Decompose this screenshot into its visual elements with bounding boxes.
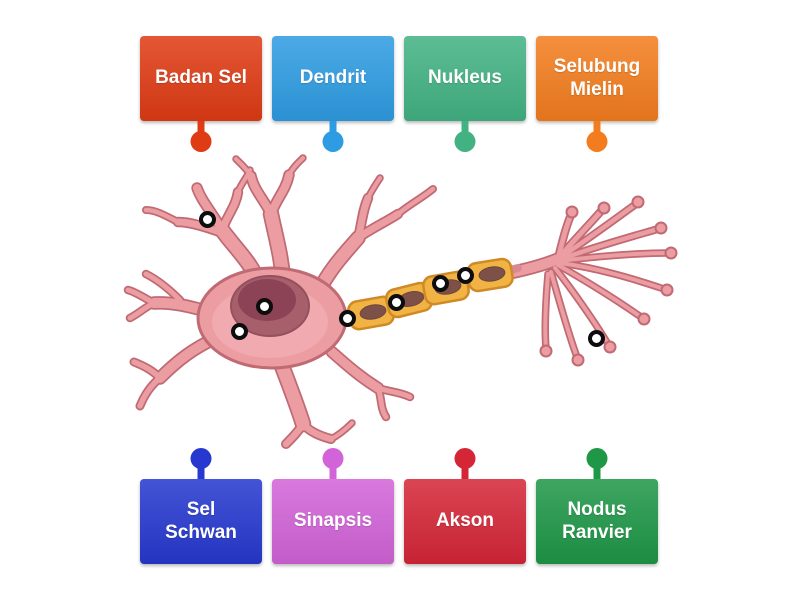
label-text: Badan Sel <box>155 67 247 89</box>
answer-dot[interactable] <box>431 274 449 292</box>
label-card-sel-schwan[interactable]: Sel Schwan <box>140 448 262 564</box>
answer-dot[interactable] <box>387 293 405 311</box>
label-text: Sinapsis <box>293 510 373 532</box>
card-pin-icon <box>454 121 476 152</box>
card-pin-icon <box>586 121 608 152</box>
label-text: Nukleus <box>428 67 502 89</box>
answer-dot[interactable] <box>338 309 356 327</box>
answer-dot[interactable] <box>230 322 248 340</box>
card-pin-icon <box>322 448 344 479</box>
label-card-selubung-mielin[interactable]: Selubung Mielin <box>536 36 658 152</box>
label-text: Dendrit <box>299 67 367 89</box>
answer-dot[interactable] <box>255 297 273 315</box>
label-text: Nodus Ranvier <box>562 499 632 543</box>
label-text: Sel Schwan <box>165 499 237 543</box>
answer-dot[interactable] <box>198 210 216 228</box>
label-card-nukleus[interactable]: Nukleus <box>404 36 526 152</box>
label-text: Selubung Mielin <box>553 56 641 100</box>
card-pin-icon <box>190 121 212 152</box>
label-card-akson[interactable]: Akson <box>404 448 526 564</box>
card-pin-icon <box>190 448 212 479</box>
label-card-sinapsis[interactable]: Sinapsis <box>272 448 394 564</box>
label-card-dendrit[interactable]: Dendrit <box>272 36 394 152</box>
label-card-nodus-ranvier[interactable]: Nodus Ranvier <box>536 448 658 564</box>
label-text: Akson <box>435 510 495 532</box>
card-pin-icon <box>586 448 608 479</box>
answer-dot[interactable] <box>456 266 474 284</box>
answer-dot[interactable] <box>587 329 605 347</box>
label-card-badan-sel[interactable]: Badan Sel <box>140 36 262 152</box>
card-pin-icon <box>454 448 476 479</box>
card-pin-icon <box>322 121 344 152</box>
